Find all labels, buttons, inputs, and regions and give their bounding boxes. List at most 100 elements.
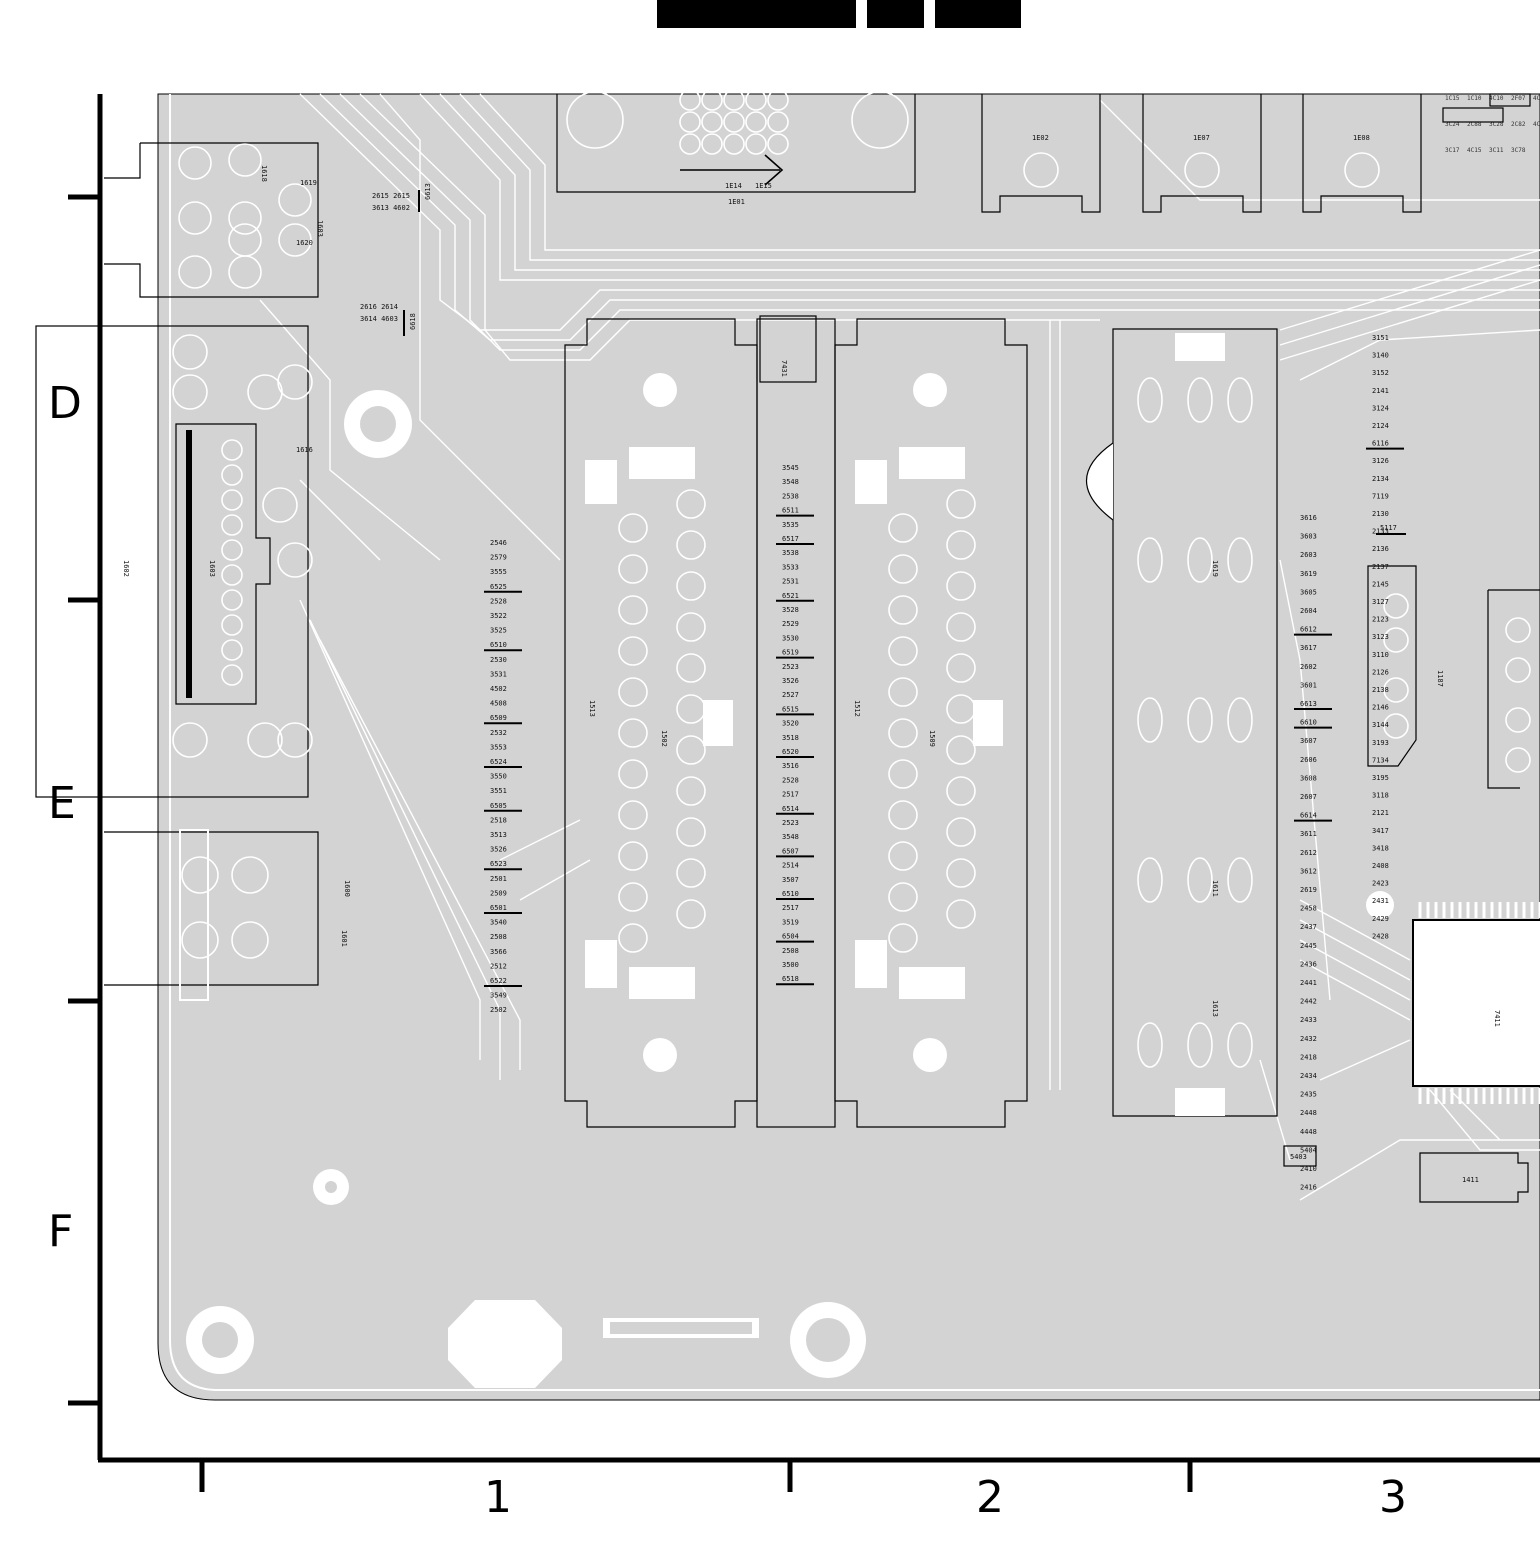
ic-1411-outline — [1419, 1152, 1529, 1203]
center-label: 2517 — [782, 791, 799, 799]
socket-pin — [676, 858, 706, 888]
ic-pin — [701, 89, 723, 111]
socket-pin — [946, 899, 976, 929]
ic-pin — [701, 133, 723, 155]
connector-pad — [178, 146, 212, 180]
socket-pin — [676, 899, 706, 929]
ic-pin — [767, 89, 789, 111]
connector-pin — [221, 464, 243, 486]
center-label: 3548 — [782, 478, 799, 486]
right-label: 2606 — [1300, 756, 1317, 764]
connector-pin — [221, 514, 243, 536]
socket-far-pin — [1137, 377, 1163, 423]
connector-pad — [172, 334, 208, 370]
cap-ref-5117: 5117 — [1380, 524, 1397, 532]
top-right-label: 3C24 — [1445, 121, 1460, 128]
mid-left-label: 2512 — [490, 962, 507, 970]
right-label: 3608 — [1300, 774, 1317, 782]
connector-pad — [231, 921, 269, 959]
mid-left-label: 3522 — [490, 612, 507, 620]
socket-far-pin — [1227, 377, 1253, 423]
pcb-trace — [1099, 99, 1540, 201]
pcb-trace — [1299, 959, 1411, 1021]
pcb-trace — [309, 619, 501, 1080]
socket-far-pin — [1227, 697, 1253, 743]
mounting-hole-inner — [806, 1318, 850, 1362]
mid-left-label: 2508 — [490, 933, 507, 941]
right-label: 2445 — [1300, 942, 1317, 950]
far-right-label: 2137 — [1372, 563, 1389, 571]
right-label: 3605 — [1300, 588, 1317, 596]
socket-far-pin — [1227, 537, 1253, 583]
connector-pad — [178, 201, 212, 235]
row-label-E: E — [48, 778, 76, 829]
far-right-label: 2124 — [1372, 422, 1389, 430]
pcb-trace — [259, 299, 441, 561]
socket-pin — [618, 800, 648, 830]
connector-pad — [231, 856, 269, 894]
label-6613: 6613 — [424, 183, 432, 200]
top-box-1E07-outline — [1142, 94, 1262, 213]
right-label: 5404 — [1300, 1146, 1317, 1154]
ic-1E01-outline — [556, 94, 916, 193]
mid-left-label: 2528 — [490, 597, 507, 605]
right-label: 2607 — [1300, 793, 1317, 801]
socket-far-pin — [1187, 377, 1213, 423]
connector-pad — [278, 223, 312, 257]
mid-left-label: 6510 — [490, 641, 507, 649]
center-strip — [756, 318, 836, 1128]
board-edge-line — [169, 94, 1540, 1391]
ic-pin — [679, 111, 701, 133]
connector-ref-1601: 1601 — [340, 930, 348, 947]
center-label: 3533 — [782, 563, 799, 571]
socket-window — [585, 940, 617, 988]
ic-pin — [723, 89, 745, 111]
mid-left-label: 2509 — [490, 889, 507, 897]
socket-pin — [618, 554, 648, 584]
center-label: 3545 — [782, 464, 799, 472]
ic-pin — [1505, 747, 1531, 773]
mounting-hole — [566, 91, 624, 149]
connector-shield — [179, 829, 209, 1001]
right-label: 2612 — [1300, 849, 1317, 857]
far-right-label: 3417 — [1372, 827, 1389, 835]
right-label: 2448 — [1300, 1109, 1317, 1117]
right-label: 6612 — [1300, 626, 1317, 634]
mounting-hole — [851, 91, 909, 149]
far-right-label: 3124 — [1372, 404, 1389, 412]
ic-pin — [1505, 657, 1531, 683]
pcb-trace — [1279, 279, 1540, 361]
pcb-trace — [299, 479, 381, 561]
connector-pin — [221, 639, 243, 661]
far-right-label: 2134 — [1372, 475, 1389, 483]
socket-pin — [676, 694, 706, 724]
center-label: 2523 — [782, 819, 799, 827]
mid-left-label: 6522 — [490, 977, 507, 985]
socket-pin — [888, 841, 918, 871]
pcb-trace — [299, 599, 481, 1060]
socket-window — [855, 460, 887, 504]
ic-7411-body — [1412, 919, 1540, 1087]
mid-left-label: 4508 — [490, 700, 507, 708]
right-label: 3619 — [1300, 570, 1317, 578]
ic-side2-outline — [1487, 589, 1540, 789]
top-right-label: 4C15 — [1467, 147, 1482, 154]
socket-pin — [888, 513, 918, 543]
far-right-label: 6116 — [1372, 440, 1389, 448]
ic-pin — [767, 111, 789, 133]
top-right-label: 4C13 — [1533, 95, 1540, 102]
socket-far-notch — [1086, 442, 1114, 521]
top-right-label: 1C15 — [1445, 95, 1460, 102]
socket-pin — [888, 554, 918, 584]
top-right-label: 3C28 — [1489, 121, 1504, 128]
ic-pin — [1383, 627, 1409, 653]
socket-far-pin — [1227, 1022, 1253, 1068]
socket-pin — [618, 718, 648, 748]
right-label: 3616 — [1300, 514, 1317, 522]
mid-left-label: 3550 — [490, 773, 507, 781]
socket-pin — [946, 817, 976, 847]
center-label: 6510 — [782, 890, 799, 898]
socket-pin — [676, 653, 706, 683]
socket-ref-1502: 1502 — [660, 730, 668, 747]
